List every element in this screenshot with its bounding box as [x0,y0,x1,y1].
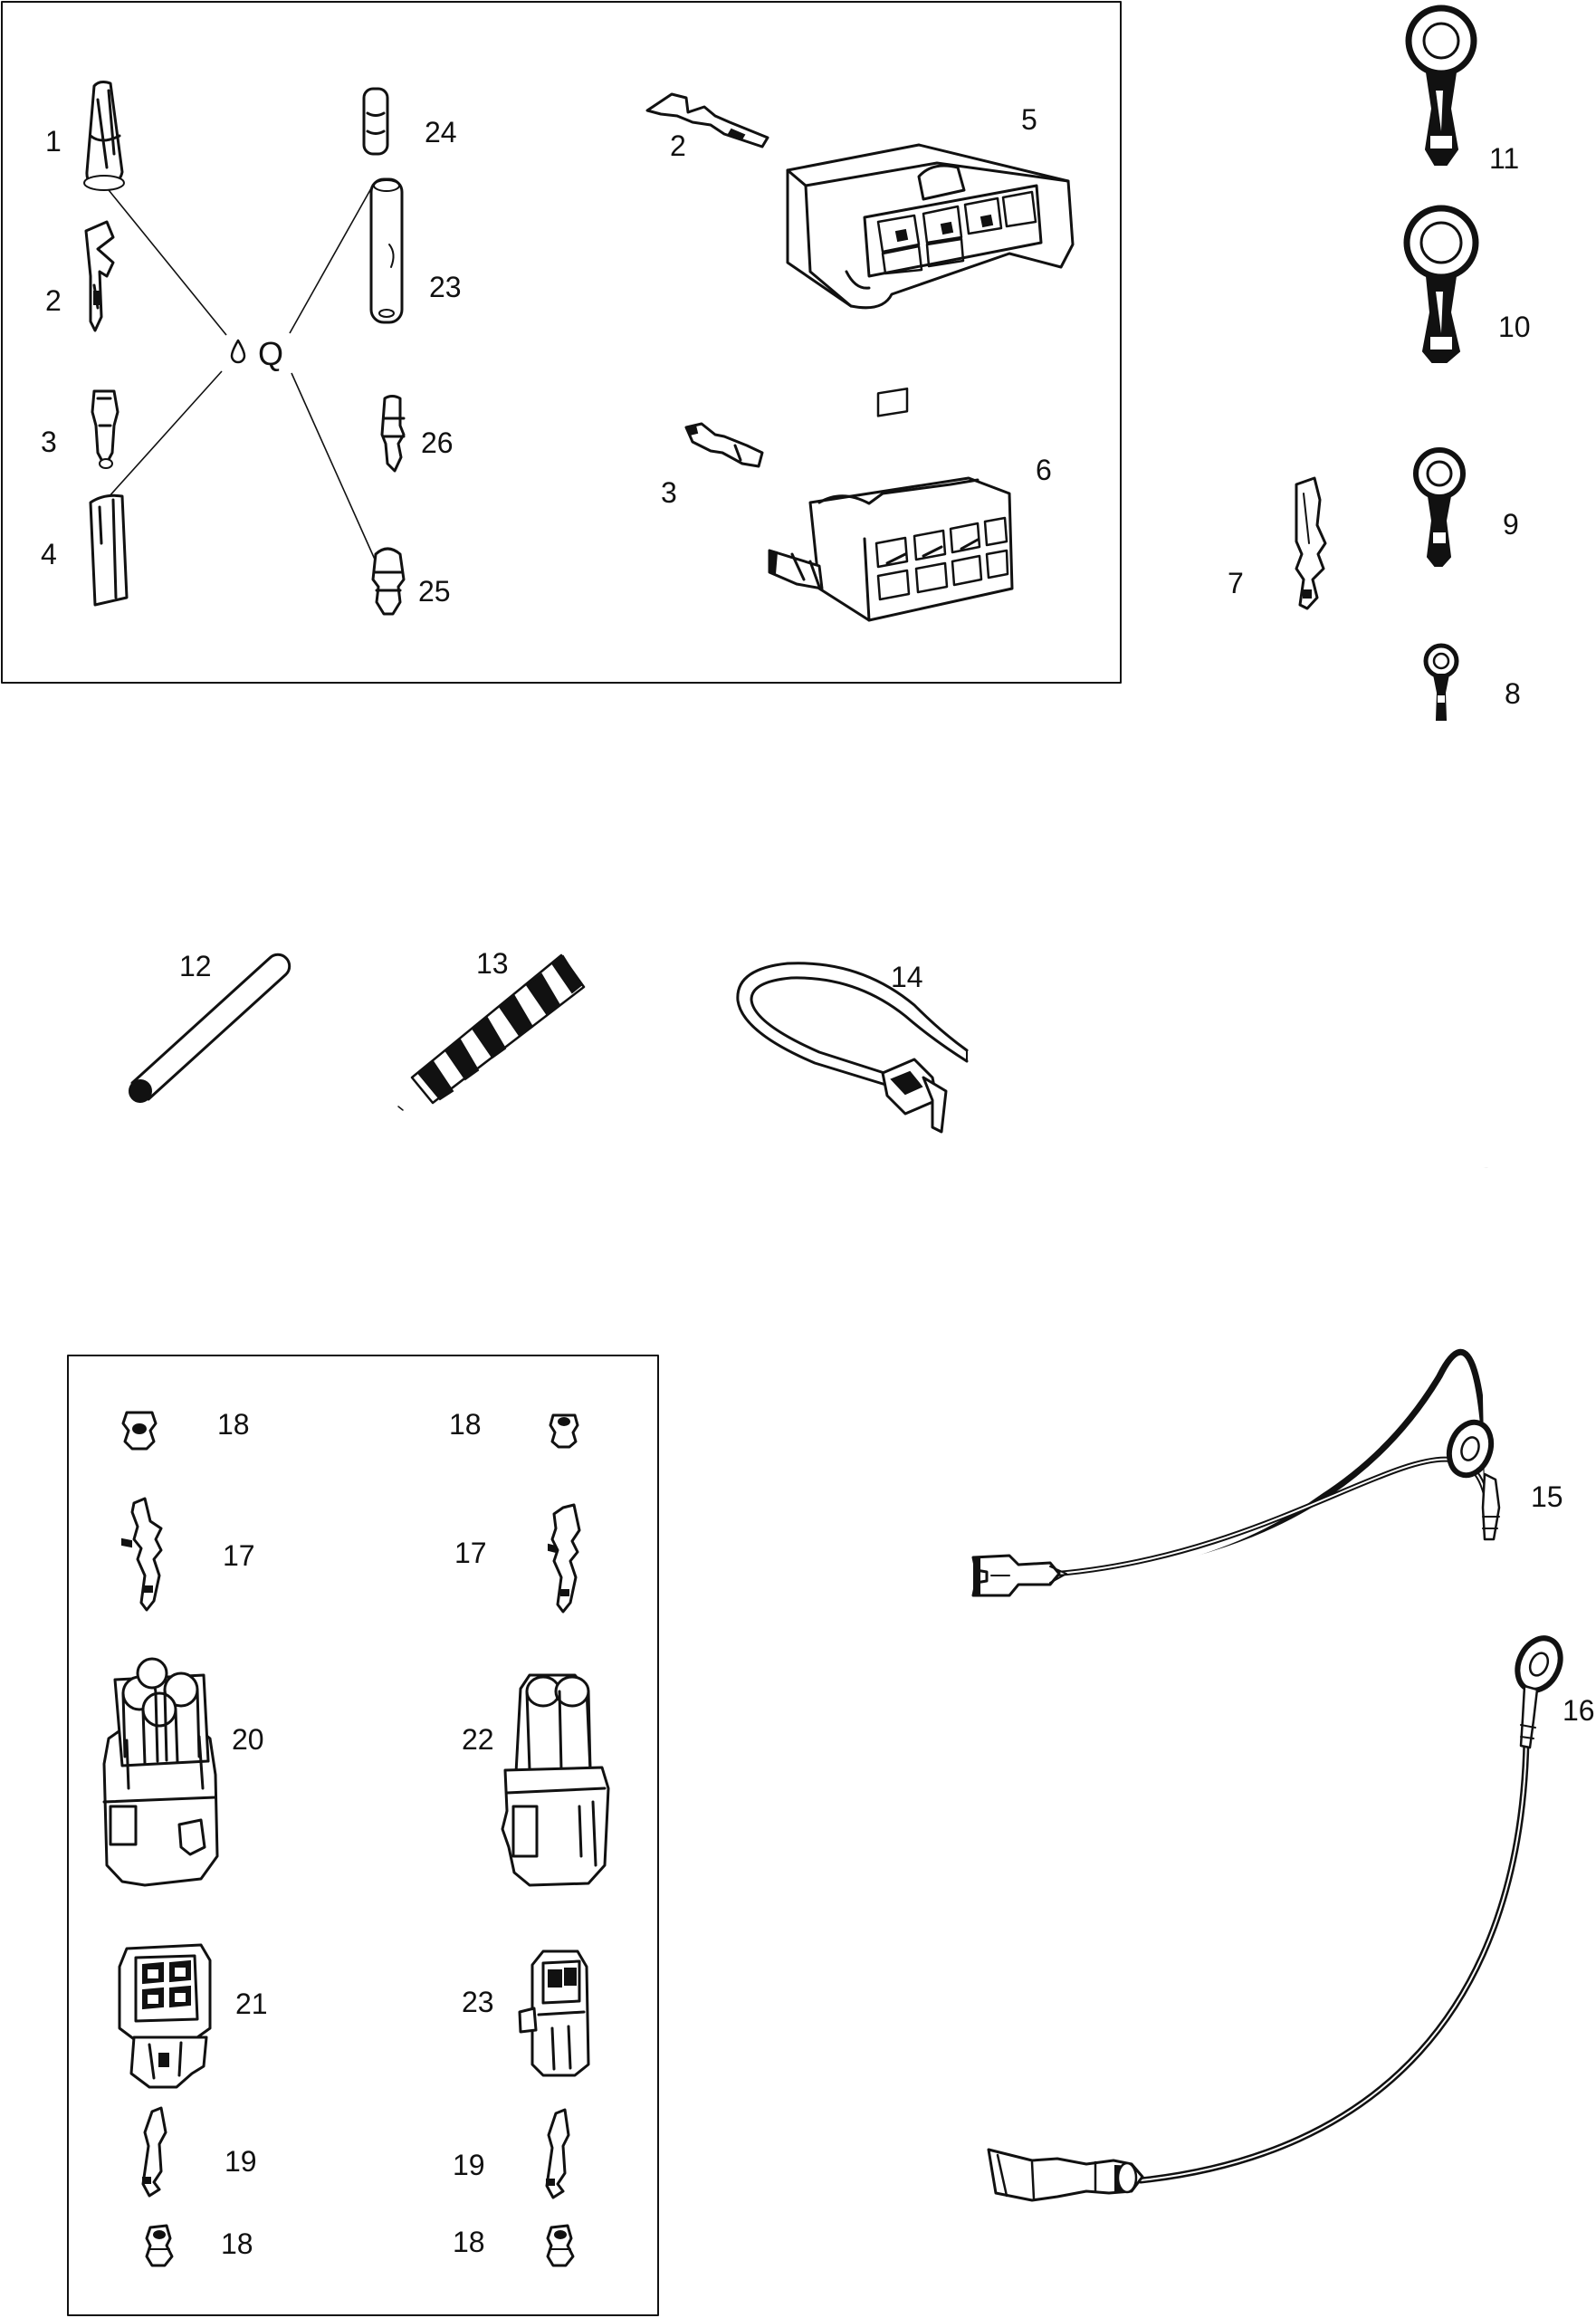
part-2-flat-terminal-right [645,92,769,148]
callout-19-left: 19 [225,2145,257,2178]
callout-23-bottom: 23 [462,1986,494,2018]
part-21-four-way-connector-rear [118,1943,212,2089]
callout-14: 14 [891,961,923,993]
callout-9: 9 [1503,508,1519,541]
callout-labels: 1 2 3 4 24 23 26 25 2 5 3 6 11 10 9 8 7 … [41,103,1595,2260]
callout-7: 7 [1228,567,1244,599]
part-4-sleeve [89,493,129,607]
callout-4: 4 [41,538,57,570]
callout-1: 1 [45,125,62,158]
callout-2-right: 2 [670,129,686,162]
part-12-heat-shrink-tube [129,953,291,1103]
part-2-flat-terminal-left [84,220,115,332]
callout-2-left: 2 [45,284,62,317]
callout-25: 25 [418,575,451,608]
callout-24: 24 [425,116,457,148]
callout-20: 20 [232,1723,264,1756]
part-1-bullet-housing [83,81,125,191]
part-17-terminal-left [121,1497,163,1612]
part-3-small-terminal-right [684,422,764,468]
terminals-group-frame [1,1,1122,684]
part-14-cable-tie [736,962,969,1134]
callout-15: 15 [1531,1480,1563,1513]
part-11-ring-terminal [1405,5,1477,166]
part-16-female-spade-end [987,2148,1144,2202]
part-13-spiral-wrap [397,953,586,1111]
callout-11: 11 [1489,142,1519,175]
part-8-ring-terminal [1423,643,1459,721]
grease-drop-icon [230,339,246,364]
part-24-short-tube [362,87,389,156]
callout-23-top: 23 [429,271,462,303]
callout-18-bottom-left: 18 [221,2227,253,2260]
callout-13: 13 [476,947,509,980]
part-17-terminal-right [548,1503,581,1614]
part-18-seal-top-right [549,1413,579,1449]
callout-5: 5 [1021,103,1037,136]
part-23-two-way-connector-rear [518,1949,590,2077]
part-6-connector-block [768,388,1014,622]
connector-kit-group-frame [67,1355,659,2316]
callout-22: 22 [462,1723,494,1756]
part-10-ring-terminal [1403,205,1479,363]
callout-18-top-right: 18 [449,1408,482,1441]
part-18-seal-bottom-left [145,2224,174,2267]
callout-18-top-left: 18 [217,1408,250,1441]
callout-8: 8 [1505,677,1521,710]
legend-symbol: Q [258,335,283,372]
callout-17-right: 17 [454,1537,487,1569]
callout-16: 16 [1563,1694,1595,1727]
part-3-small-terminal-left [91,389,119,469]
callout-19-right: 19 [453,2149,485,2181]
part-15-spade-end [971,1554,1067,1597]
callout-18-bottom-right: 18 [453,2226,485,2258]
callout-6: 6 [1036,454,1052,486]
callout-21: 21 [235,1988,268,2020]
part-16-ground-lead [1137,1737,1530,2184]
part-22-two-way-connector [501,1673,610,1887]
part-19-terminal-left [141,2106,167,2198]
callout-17-left: 17 [223,1539,255,1572]
part-16-ring-end [1515,1635,1563,1749]
callout-26: 26 [421,426,454,459]
part-18-seal-bottom-right [546,2224,575,2267]
part-5-connector-block [786,143,1075,310]
part-26-bullet-terminal [380,395,406,473]
part-18-seal-top-left [121,1411,158,1451]
part-9-ring-terminal [1413,447,1466,567]
part-19-terminal-right [545,2108,570,2199]
part-20-four-way-connector [102,1657,219,1887]
part-7-clip-terminal [1295,476,1327,610]
leader-lines [99,180,377,562]
callout-10: 10 [1498,311,1531,343]
part-23-long-tube [369,177,404,324]
callout-3-right: 3 [661,476,677,509]
part-25-bullet-pin [371,547,406,616]
callout-12: 12 [179,950,212,982]
wire-harness-overlay [1054,1167,1527,2181]
part-15-ring-end [1446,1419,1501,1541]
callout-3-left: 3 [41,426,57,458]
